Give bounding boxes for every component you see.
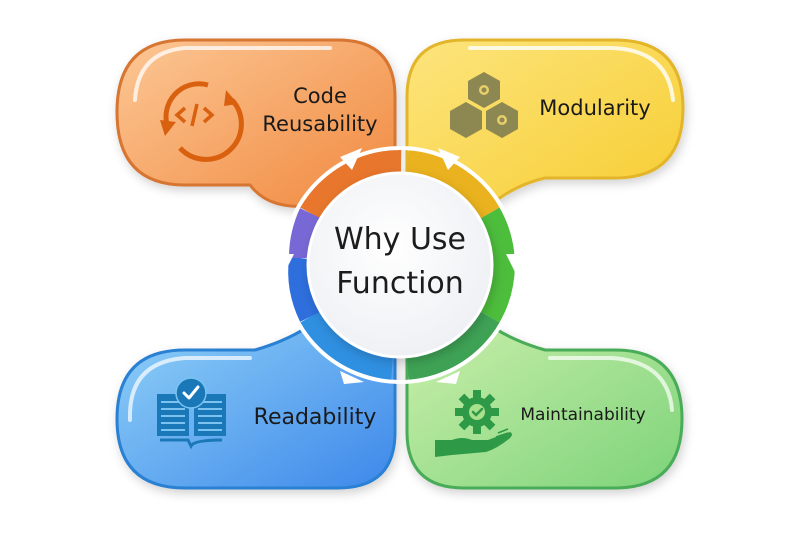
center-circle [306, 171, 494, 359]
hexagon-modules-icon [450, 72, 518, 138]
arrow-icon [340, 148, 362, 170]
book-check-icon [157, 377, 226, 450]
arrow-icon [506, 254, 526, 276]
card-label-readability: Readability [240, 405, 390, 430]
cycle-ring [285, 150, 515, 380]
arrow-icon [436, 371, 460, 384]
card-label-code-reusability: Code Reusability [250, 82, 390, 138]
center-title: Why Use Function [300, 218, 500, 306]
cycle-arrows [274, 146, 526, 384]
center-title-line1: Why Use [333, 222, 466, 257]
card-label-line2: Reusability [262, 112, 378, 136]
card-label-line1: Maintainability [520, 405, 646, 425]
center-title-line2: Function [336, 266, 464, 301]
card-label-modularity: Modularity [525, 96, 665, 120]
arrow-icon [274, 254, 294, 276]
code-cycle-icon [160, 81, 244, 162]
gear-hand-check-icon [435, 390, 512, 457]
arrow-icon [340, 371, 364, 384]
card-label-line1: Modularity [539, 96, 651, 120]
card-label-maintainability: Maintainability [508, 405, 658, 426]
arrow-icon [438, 148, 460, 170]
card-label-line1: Code [293, 84, 347, 108]
card-label-line1: Readability [253, 405, 377, 430]
